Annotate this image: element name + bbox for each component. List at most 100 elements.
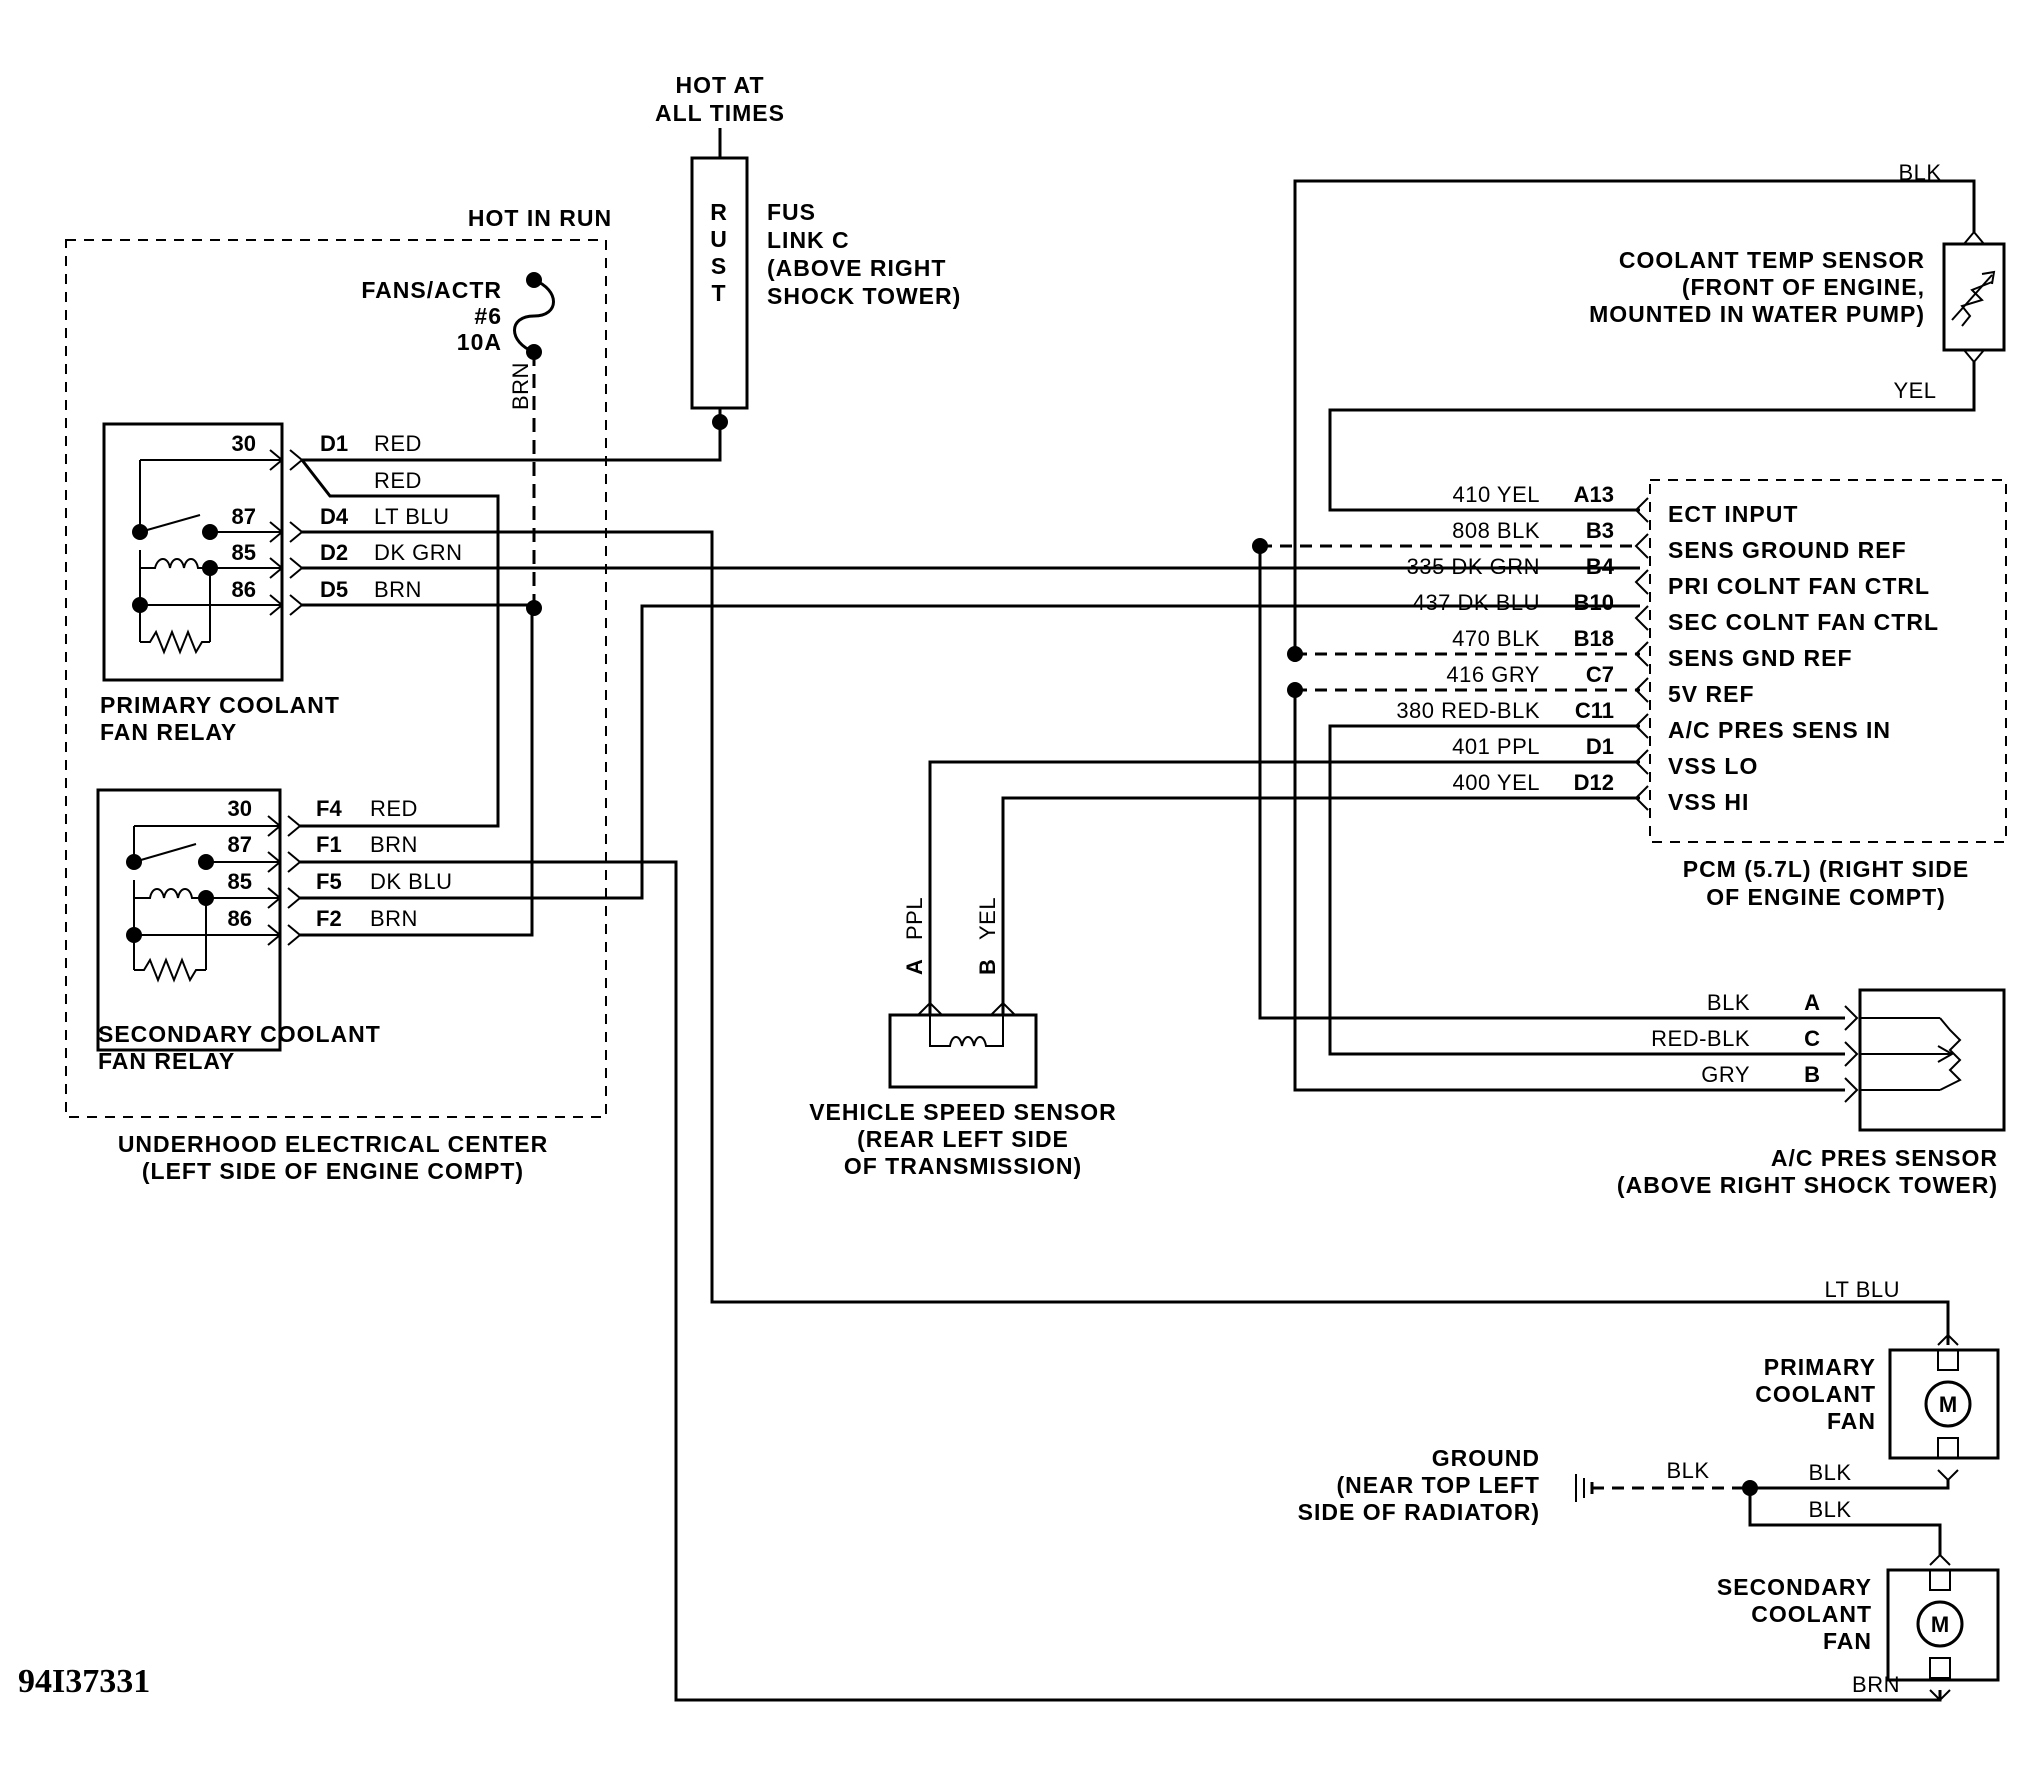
svg-text:M: M <box>1931 1612 1949 1637</box>
cts-body <box>1942 242 2006 352</box>
secondary-relay-circuit-labels: F4 RED F1 BRN F5 DK BLU F2 BRN <box>316 796 452 931</box>
primary-fan-wire-label: LT BLU <box>1824 1277 1900 1302</box>
svg-text:FAN RELAY: FAN RELAY <box>98 1048 235 1074</box>
pcm-row-b18: 470 BLK B18 SENS GND REF <box>1452 626 1851 671</box>
svg-text:BRN: BRN <box>374 577 422 602</box>
svg-text:(NEAR TOP LEFT: (NEAR TOP LEFT <box>1336 1472 1540 1498</box>
svg-text:(FRONT OF ENGINE,: (FRONT OF ENGINE, <box>1682 274 1925 300</box>
secondary-fan-wire-label: BRN <box>1852 1672 1900 1697</box>
svg-text:SENS GROUND REF: SENS GROUND REF <box>1668 537 1907 563</box>
pcm-label: PCM (5.7L) (RIGHT SIDE OF ENGINE COMPT) <box>1683 856 1970 910</box>
svg-text:B: B <box>975 959 1000 975</box>
primary-relay-circuit-labels: D1 RED RED D4 LT BLU D2 DK GRN D5 BRN <box>320 431 463 602</box>
pcm-row-b4: 335 DK GRN B4 PRI COLNT FAN CTRL <box>1407 554 1930 599</box>
svg-text:87: 87 <box>228 832 252 857</box>
ground-wire-label: BLK <box>1666 1458 1709 1483</box>
relay-resistor <box>140 629 210 655</box>
svg-text:BRN: BRN <box>370 832 418 857</box>
svg-text:C: C <box>1804 1026 1820 1051</box>
svg-text:A: A <box>902 959 927 975</box>
svg-text:#6: #6 <box>474 303 502 329</box>
svg-text:LT BLU: LT BLU <box>374 504 450 529</box>
vehicle-speed-sensor: A PPL B YEL VEHICLE SPEED SENSOR (REAR L… <box>809 897 1117 1179</box>
pcm-row-a13: 410 YEL A13 ECT INPUT <box>1452 482 1798 527</box>
svg-text:470 BLK: 470 BLK <box>1452 626 1540 651</box>
svg-text:F4: F4 <box>316 796 342 821</box>
svg-text:VSS HI: VSS HI <box>1668 789 1749 815</box>
svg-text:10A: 10A <box>457 329 502 355</box>
ac-pressure-sensor: BLK A RED-BLK C GRY B A/C PRES SENSOR (A… <box>1617 988 2006 1198</box>
svg-text:PCM (5.7L) (RIGHT SIDE: PCM (5.7L) (RIGHT SIDE <box>1683 856 1970 882</box>
secondary-relay-connectors <box>267 815 302 946</box>
relay-resistor <box>134 957 206 983</box>
svg-text:COOLANT: COOLANT <box>1751 1601 1872 1627</box>
svg-text:A13: A13 <box>1574 482 1614 507</box>
svg-text:ECT INPUT: ECT INPUT <box>1668 501 1798 527</box>
svg-text:FAN: FAN <box>1827 1408 1876 1434</box>
svg-text:335 DK GRN: 335 DK GRN <box>1407 554 1540 579</box>
svg-text:C7: C7 <box>1586 662 1614 687</box>
svg-text:B10: B10 <box>1574 590 1614 615</box>
svg-text:87: 87 <box>232 504 256 529</box>
svg-text:BRN: BRN <box>370 906 418 931</box>
svg-text:808 BLK: 808 BLK <box>1452 518 1540 543</box>
svg-text:SIDE OF RADIATOR): SIDE OF RADIATOR) <box>1298 1499 1540 1525</box>
svg-text:GROUND: GROUND <box>1432 1445 1540 1471</box>
fuse-fans-actr: FANS/ACTR #6 10A BRN <box>361 272 555 612</box>
svg-text:410 YEL: 410 YEL <box>1452 482 1540 507</box>
svg-text:R: R <box>710 199 728 225</box>
svg-text:B: B <box>1804 1062 1820 1087</box>
svg-text:A/C PRES SENS IN: A/C PRES SENS IN <box>1668 717 1891 743</box>
svg-text:401 PPL: 401 PPL <box>1452 734 1540 759</box>
svg-text:A/C PRES SENSOR: A/C PRES SENSOR <box>1771 1145 1998 1171</box>
svg-text:F1: F1 <box>316 832 342 857</box>
pcm-row-c11: 380 RED-BLK C11 A/C PRES SENS IN <box>1396 698 1891 743</box>
svg-text:PPL: PPL <box>902 897 927 940</box>
svg-text:COOLANT: COOLANT <box>1755 1381 1876 1407</box>
svg-text:HOT AT: HOT AT <box>675 72 764 98</box>
svg-text:VSS LO: VSS LO <box>1668 753 1758 779</box>
pcm-row-b10: 437 DK BLU B10 SEC COLNT FAN CTRL <box>1413 590 1938 635</box>
svg-text:DK BLU: DK BLU <box>370 869 452 894</box>
secondary-fan-motor <box>1916 1600 1964 1648</box>
svg-text:U: U <box>710 226 728 252</box>
svg-text:B3: B3 <box>1586 518 1614 543</box>
svg-text:D1: D1 <box>1586 734 1614 759</box>
svg-text:D12: D12 <box>1574 770 1614 795</box>
underhood-electrical-center-label: UNDERHOOD ELECTRICAL CENTER (LEFT SIDE O… <box>118 1131 547 1184</box>
svg-text:FANS/ACTR: FANS/ACTR <box>361 277 502 303</box>
svg-text:PRI COLNT FAN CTRL: PRI COLNT FAN CTRL <box>1668 573 1930 599</box>
primary-coolant-fan: M PRIMARY COOLANT FAN LT BLU <box>1755 1277 2000 1482</box>
svg-text:85: 85 <box>228 869 252 894</box>
svg-text:T: T <box>711 280 726 306</box>
svg-text:FUS: FUS <box>767 199 816 225</box>
svg-text:SECONDARY: SECONDARY <box>1717 1574 1872 1600</box>
secondary-relay-box <box>96 788 282 1052</box>
svg-text:437 DK BLU: 437 DK BLU <box>1413 590 1540 615</box>
cts-wiring <box>1293 179 1976 662</box>
svg-text:(REAR LEFT SIDE: (REAR LEFT SIDE <box>857 1126 1069 1152</box>
svg-text:(ABOVE RIGHT: (ABOVE RIGHT <box>767 255 946 281</box>
svg-text:B4: B4 <box>1586 554 1615 579</box>
svg-text:RED: RED <box>374 431 422 456</box>
svg-text:LINK C: LINK C <box>767 227 850 253</box>
svg-text:B18: B18 <box>1574 626 1614 651</box>
figure-id: 94I37331 <box>18 1663 150 1700</box>
svg-text:D5: D5 <box>320 577 348 602</box>
svg-text:DK GRN: DK GRN <box>374 540 463 565</box>
svg-text:RED: RED <box>374 468 422 493</box>
svg-text:PRIMARY COOLANT: PRIMARY COOLANT <box>100 692 340 718</box>
svg-text:30: 30 <box>228 796 252 821</box>
pcm-connector-rows: 410 YEL A13 ECT INPUT 808 BLK B3 SENS GR… <box>1396 482 1938 815</box>
svg-text:(LEFT SIDE OF ENGINE COMPT): (LEFT SIDE OF ENGINE COMPT) <box>142 1158 524 1184</box>
svg-text:VEHICLE SPEED SENSOR: VEHICLE SPEED SENSOR <box>809 1099 1117 1125</box>
svg-text:RED: RED <box>370 796 418 821</box>
relay-wiring <box>300 422 1950 1702</box>
secondary-coolant-fan: M SECONDARY COOLANT FAN BRN <box>1717 1553 2000 1702</box>
vss-body <box>888 1013 1038 1089</box>
primary-relay-box <box>102 422 284 682</box>
svg-text:FAN: FAN <box>1823 1628 1872 1654</box>
svg-text:FAN RELAY: FAN RELAY <box>100 719 237 745</box>
fuse-wire-label: BRN <box>508 362 533 410</box>
